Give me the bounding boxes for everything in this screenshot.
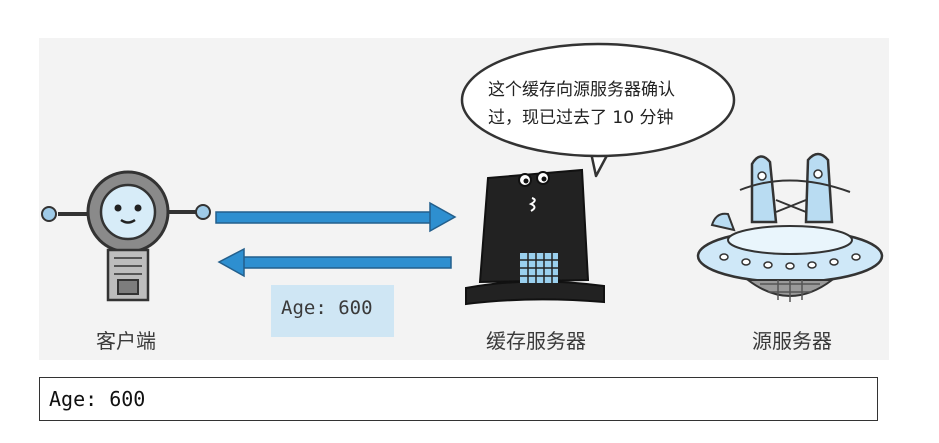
request-arrow xyxy=(215,201,457,233)
bubble-line-1: 这个缓存向源服务器确认 xyxy=(488,80,675,100)
origin-server-ufo-icon xyxy=(696,152,884,302)
bubble-line-2: 过，现已过去了 10 分钟 xyxy=(488,108,674,128)
client-robot-icon xyxy=(41,170,211,302)
origin-server-label: 源服务器 xyxy=(752,329,832,353)
speech-bubble xyxy=(460,42,736,178)
age-header-code-box: Age: 600 xyxy=(39,377,878,421)
cache-server-label: 缓存服务器 xyxy=(486,329,586,353)
age-header-code-text: Age: 600 xyxy=(49,387,146,411)
client-label: 客户端 xyxy=(96,329,156,353)
age-header-badge-text: Age: 600 xyxy=(281,297,373,319)
cache-server-hat-icon xyxy=(465,168,605,306)
response-arrow xyxy=(217,247,452,278)
age-header-badge xyxy=(271,285,394,337)
